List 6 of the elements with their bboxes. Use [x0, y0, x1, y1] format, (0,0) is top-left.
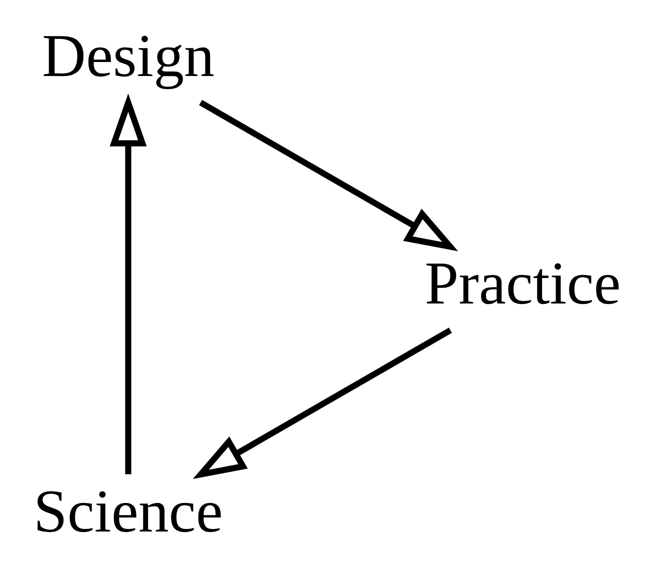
arrow: [110, 93, 147, 474]
node-text: Science: [34, 478, 223, 546]
arrow: [192, 328, 452, 479]
arrow: [199, 100, 458, 252]
node-text: Practice: [424, 250, 621, 318]
node-text: Design: [42, 22, 214, 90]
